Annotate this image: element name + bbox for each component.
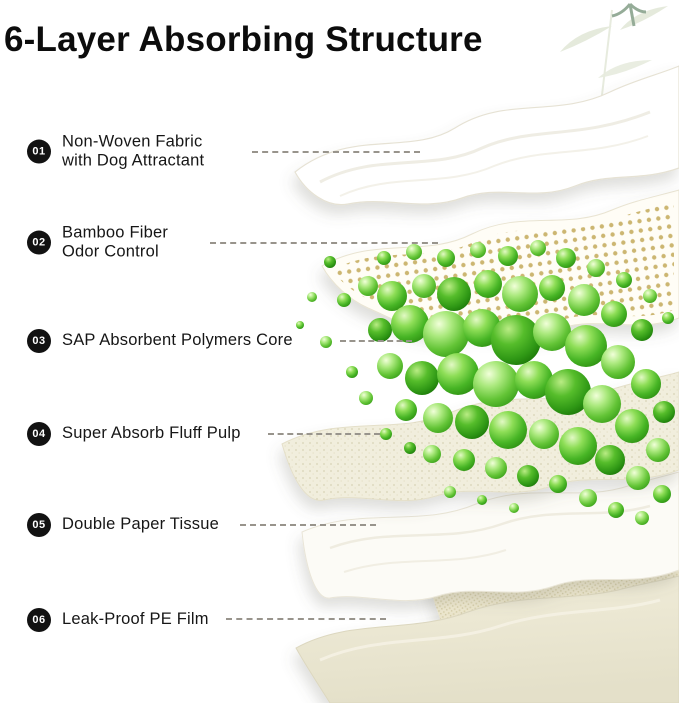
layer-item-4: 04 Super Absorb Fluff Pulp <box>27 422 241 446</box>
layer-number-badge: 06 <box>27 608 51 632</box>
layer-label: Double Paper Tissue <box>62 515 219 534</box>
layer-number-badge: 01 <box>27 140 51 164</box>
pe-film-layer <box>295 575 679 703</box>
sap-polymer-balls <box>296 240 675 525</box>
layer-label: SAP Absorbent Polymers Core <box>62 331 293 350</box>
layer-number-badge: 03 <box>27 329 51 353</box>
connector-line-6 <box>226 618 386 620</box>
layer-label-line: Super Absorb Fluff Pulp <box>62 424 241 443</box>
layer-label-line: Double Paper Tissue <box>62 515 219 534</box>
layer-item-6: 06 Leak-Proof PE Film <box>27 608 209 632</box>
layer-label: Super Absorb Fluff Pulp <box>62 424 241 443</box>
layer-label-line: with Dog Attractant <box>62 152 205 170</box>
layer-number-badge: 02 <box>27 231 51 255</box>
layer-number-badge: 04 <box>27 422 51 446</box>
connector-line-2 <box>210 242 438 244</box>
page-title: 6-Layer Absorbing Structure <box>4 20 483 59</box>
layer-label: Non-Woven Fabric with Dog Attractant <box>62 133 204 172</box>
connector-line-4 <box>268 433 380 435</box>
layer-item-2: 02 Bamboo Fiber Odor Control <box>27 224 168 263</box>
layer-label-line: Non-Woven Fabric <box>62 132 203 151</box>
layer-label: Leak-Proof PE Film <box>62 610 209 629</box>
layer-label-line: Leak-Proof PE Film <box>62 610 209 629</box>
layer-label-line: Bamboo Fiber <box>62 223 169 242</box>
layer-item-5: 05 Double Paper Tissue <box>27 513 219 537</box>
layer-number-badge: 05 <box>27 513 51 537</box>
layer-label-line: Odor Control <box>62 243 159 261</box>
layer-label: Bamboo Fiber Odor Control <box>62 224 168 263</box>
connector-line-3 <box>340 340 412 342</box>
layer-item-3: 03 SAP Absorbent Polymers Core <box>27 329 293 353</box>
connector-line-5 <box>240 524 376 526</box>
layer-item-1: 01 Non-Woven Fabric with Dog Attractant <box>27 133 204 172</box>
layer-label-line: SAP Absorbent Polymers Core <box>62 331 293 350</box>
connector-line-1 <box>252 151 420 153</box>
non-woven-fabric-layer <box>294 65 679 206</box>
